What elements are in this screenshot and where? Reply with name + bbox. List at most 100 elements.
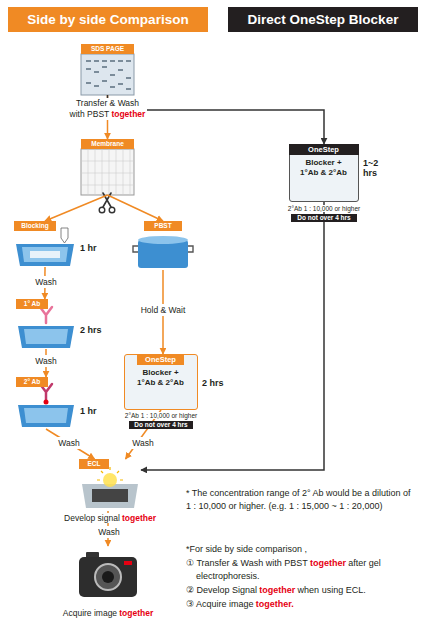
label-group: 1~2 hrs [363, 158, 387, 178]
dropper-icon [61, 228, 68, 243]
step-box: Blocking [14, 221, 76, 267]
label-group: Wash [26, 277, 66, 288]
antibody-symbol [40, 307, 52, 323]
note-label: together [310, 558, 346, 568]
pot-water [138, 236, 188, 244]
note-label: together [111, 109, 145, 119]
note-label: 1~2 hrs [363, 158, 378, 178]
label-group: 1 hr [80, 243, 110, 253]
tray [18, 405, 74, 427]
label-group: Do not over 4 hrs [291, 214, 357, 222]
label-group: 1 hr [80, 406, 110, 416]
gel-body [81, 54, 134, 95]
label-group: Hold & Wait [130, 305, 196, 316]
flow-arrow [108, 195, 164, 221]
node-title: ECL [79, 459, 109, 469]
label-group: *For side by side comparison , [186, 543, 418, 556]
camera-lens-core [102, 571, 114, 583]
label-group: Wash [50, 438, 88, 449]
note-label: 2°Ab 1 : 10,000 or higher [125, 412, 197, 419]
label-group: 2°Ab 1 : 10,000 or higher [283, 205, 365, 213]
note-label: ③ Acquire image [186, 599, 254, 609]
label-group: 2 hrs [202, 378, 232, 388]
wash-pot [138, 240, 188, 268]
tray-liquid [24, 329, 68, 344]
scissors-ring [99, 207, 105, 213]
note-label: ① Transfer & Wash with PBST [186, 558, 308, 568]
note-label: together [259, 585, 295, 595]
node-title: OneStep [289, 144, 359, 155]
signal-glow [103, 473, 117, 487]
node-caption-block: Acquire imagetogether [48, 608, 168, 619]
label-group: 2°Ab 1 : 10,000 or higher [116, 412, 206, 420]
tray-liquid [22, 247, 68, 262]
antibody-conjugate [44, 400, 49, 405]
note-label: together [122, 513, 156, 523]
node-body: Blocker + 1°Ab & 2°Ab [298, 158, 349, 178]
edge-label: Wash [96, 526, 121, 538]
edge-label: Wash [56, 437, 81, 449]
step-box: PBST [130, 221, 196, 270]
note-label: * The concentration range of 2° Ab would… [186, 488, 411, 511]
pot-handles [133, 246, 193, 252]
tray-liquid [24, 408, 68, 423]
membrane-sheet [92, 489, 128, 502]
label-group: Do not over 4 hrs [129, 421, 193, 429]
step-box: 2° Ab [16, 377, 76, 429]
label-group: Wash [90, 527, 128, 538]
camera-body [79, 557, 137, 597]
label-group: Develop signaltogether [58, 513, 162, 524]
scissors-ring [109, 207, 115, 213]
onestep-box: OneStepBlocker + 1°Ab & 2°Ab [289, 144, 359, 202]
note-label: 2 hrs [202, 378, 224, 388]
edge-label: Wash [33, 276, 58, 288]
note-label: 2 hrs [80, 325, 102, 335]
membrane-box: Membrane [81, 139, 134, 195]
node-title: SDS PAGE [81, 44, 134, 54]
label-group: ② Develop Signaltogetherwhen using ECL. [186, 584, 418, 597]
node-body: Blocker + 1°Ab & 2°Ab [135, 368, 186, 388]
gel-bands [86, 60, 131, 90]
label-group: 2 hrs [80, 325, 110, 335]
camera-button [124, 561, 132, 565]
node-title: 1° Ab [16, 299, 48, 309]
label-group: * The concentration range of 2° Ab would… [186, 487, 418, 512]
label-group: Wash [26, 356, 66, 367]
note-label: *For side by side comparison , [186, 544, 307, 554]
edge-label: Wash [130, 437, 155, 449]
onestep-box: OneStepBlocker + 1°Ab & 2°Ab [124, 354, 198, 410]
note-label: Do not over 4 hrs [134, 421, 187, 428]
tray [16, 244, 74, 266]
gel-box: SDS PAGE [81, 44, 134, 95]
header-band: Direct OneStep Blocker [228, 7, 418, 32]
node-title: Membrane [81, 139, 134, 149]
membrane-grid [81, 149, 134, 195]
step-box: ECL [79, 459, 141, 511]
membrane-sheet [30, 251, 60, 258]
note-label: 2°Ab 1 : 10,000 or higher [288, 205, 360, 212]
node-title: Side by side Comparison [8, 7, 208, 32]
node-title: OneStep [137, 354, 184, 365]
camera-lens [95, 564, 121, 590]
note-label: together. [256, 599, 294, 609]
edge-label: Wash [33, 355, 58, 367]
flow-arrow [46, 429, 95, 459]
note-label: 1 hr [80, 243, 97, 253]
flow-arrow [141, 202, 324, 470]
flow-arrow [45, 195, 108, 221]
label-group: ③ Acquire imagetogether. [186, 598, 418, 611]
node-title: 2° Ab [16, 377, 48, 387]
node-title: Blocking [14, 221, 56, 231]
note-label: Do not over 4 hrs [297, 214, 350, 221]
membrane-sheet [81, 149, 134, 195]
note-label: 1 hr [80, 406, 97, 416]
note-label: Develop signal [64, 513, 120, 523]
node-caption: together [119, 608, 153, 618]
tray [18, 326, 74, 348]
tray [82, 484, 138, 508]
